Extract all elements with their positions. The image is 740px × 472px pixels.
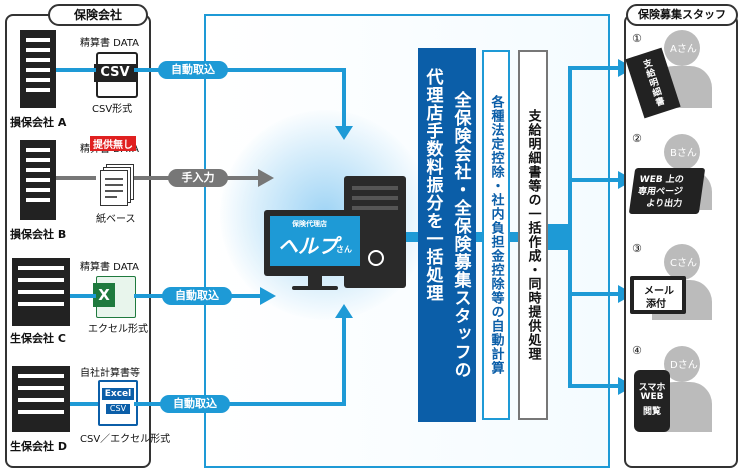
staff-d-number: ④: [632, 344, 642, 357]
company-c-label: 生保会社 C: [10, 332, 66, 345]
auto-import-pill-c: 自動取込: [162, 287, 232, 305]
staff-c-device-l1: メール: [644, 286, 674, 297]
monitor-stand: [308, 276, 322, 288]
staff-a-device: 支給明細書: [640, 57, 666, 109]
format-b: 紙ベース: [96, 214, 136, 225]
output-block: [548, 224, 570, 250]
connector-d: [70, 402, 98, 406]
arrow-d-up: [342, 316, 346, 406]
company-a-label: 損保会社 A: [10, 116, 67, 129]
format-a: CSV形式: [92, 104, 133, 115]
monitor-screen: 保険代理店 ヘルプ さん: [270, 216, 360, 266]
company-b-label: 損保会社 B: [10, 228, 67, 241]
main-process-col2: 代理店手数料振分を一括処理: [422, 68, 443, 302]
building-b-icon: [20, 140, 56, 220]
excel-file-icon: X: [93, 276, 136, 318]
format-c: エクセル形式: [88, 324, 148, 335]
mail-envelope-icon: メール 添付: [630, 276, 686, 314]
arrow-d-line: [134, 402, 346, 406]
format-d: CSV／エクセル形式: [80, 434, 171, 445]
connector-c: [70, 294, 96, 298]
output-arrow-d: [568, 384, 620, 388]
staff-d-device-l1: スマホ: [638, 383, 666, 393]
staff-d-device-l3: 閲覧: [642, 407, 661, 417]
staff-b-device-l3: より出力: [645, 199, 683, 209]
arrow-d-head: [335, 304, 353, 318]
laptop-icon: WEB 上の 専用ページ より出力: [628, 168, 706, 214]
doc-label-a: 精算書 DATA: [80, 38, 139, 49]
excel-csv-icon-sub: CSV: [106, 404, 130, 414]
insurers-panel-title: 保険会社: [48, 4, 148, 26]
output-arrow-b: [568, 178, 620, 182]
monitor-base: [292, 286, 338, 290]
csv-icon-text: CSV: [94, 64, 136, 82]
arrow-c-head: [260, 287, 276, 305]
connector-system: [406, 232, 420, 242]
staff-panel-title: 保険募集スタッフ: [626, 4, 738, 26]
arrow-b-head: [258, 169, 274, 187]
staff-c-number: ③: [632, 242, 642, 255]
auto-import-pill-a: 自動取込: [158, 61, 228, 79]
staff-c-device-l2: 添付: [646, 299, 666, 310]
company-d-label: 生保会社 D: [10, 440, 67, 453]
manual-entry-pill: 手入力: [168, 169, 228, 187]
connector-a: [56, 68, 96, 72]
staff-d-name: Dさん: [670, 360, 698, 371]
arrow-a-line: [134, 68, 344, 72]
staff-c-name: Cさん: [670, 258, 697, 269]
doc-label-c: 精算書 DATA: [80, 262, 139, 273]
staff-b-number: ②: [632, 132, 642, 145]
logo-text: ヘルプ: [278, 234, 338, 258]
staff-c-avatar: [664, 244, 700, 280]
staff-b-avatar: [664, 134, 700, 170]
smartphone-icon: スマホ WEB 閲覧: [634, 370, 670, 432]
no-supply-badge: 提供無し: [90, 136, 136, 151]
excel-csv-icon-text: Excel: [102, 388, 134, 400]
deduction-box: 各種法定控除・社内負担金控除等の自動計算: [482, 50, 510, 420]
connector-b: [56, 176, 96, 180]
doc-label-d: 自社計算書等: [80, 368, 140, 379]
output-arrow-c: [568, 292, 620, 296]
excel-icon-text: X: [93, 283, 115, 307]
staff-a-name: Aさん: [670, 44, 697, 55]
staff-d-device-l2: WEB: [640, 392, 664, 402]
output-trunk: [568, 66, 572, 386]
main-process-col1: 全保険会社・全保険募集スタッフの: [450, 91, 471, 379]
logo-small-text: 保険代理店: [292, 220, 327, 228]
staff-a-number: ①: [632, 32, 642, 45]
arrow-a-head: [335, 126, 353, 140]
building-c-icon: [12, 258, 70, 326]
output-arrow-a: [568, 66, 620, 70]
paper-stack-icon: [100, 164, 134, 206]
staff-a-avatar: [664, 30, 700, 66]
main-process-box: [418, 48, 476, 422]
power-icon: [368, 250, 384, 266]
arrow-a-down: [342, 68, 346, 128]
staff-b-name: Bさん: [670, 148, 697, 159]
csv-file-icon: CSV: [94, 52, 138, 98]
excel-csv-file-icon: Excel CSV: [98, 380, 138, 426]
building-d-icon: [12, 366, 70, 432]
connector-main-deduction: [476, 232, 482, 242]
connector-deduction-statement: [510, 232, 518, 242]
monitor-icon: 保険代理店 ヘルプ さん: [264, 210, 366, 276]
logo-suffix: さん: [336, 245, 352, 254]
building-a-icon: [20, 30, 56, 108]
staff-d-avatar: [664, 346, 700, 382]
statement-box: 支給明細書等の一括作成・同時提供処理: [518, 50, 548, 420]
auto-import-pill-d: 自動取込: [160, 395, 230, 413]
